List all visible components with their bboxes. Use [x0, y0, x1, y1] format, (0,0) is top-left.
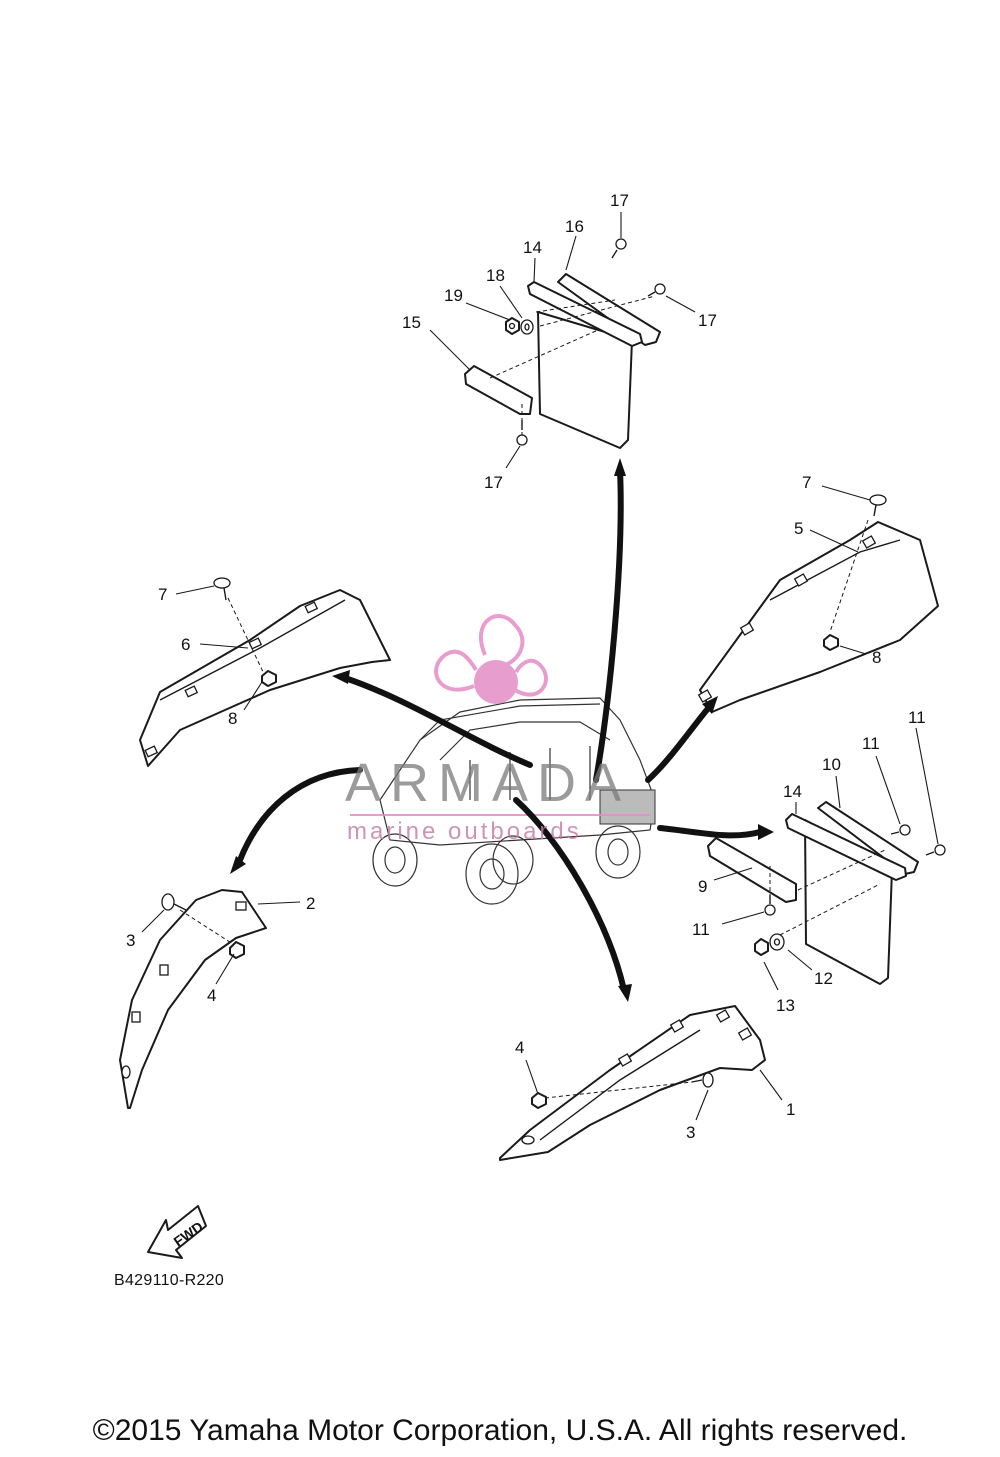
callout-17: 17	[484, 473, 503, 492]
callout-16: 16	[565, 217, 584, 236]
callout-11: 11	[692, 920, 710, 939]
callout-4: 4	[207, 986, 216, 1005]
fender-1	[499, 1005, 766, 1161]
watermark-brand: ARMADA	[345, 753, 631, 813]
nut-4-right	[531, 1092, 547, 1109]
watermark-tagline: marine outboards	[347, 818, 582, 845]
bolt-17-c	[516, 420, 528, 446]
copyright-notice: ©2015 Yamaha Motor Corporation, U.S.A. A…	[92, 1414, 908, 1447]
callout-3: 3	[126, 931, 135, 950]
callout-15: 15	[402, 313, 421, 332]
callout-11: 11	[908, 708, 926, 727]
nut-19	[505, 317, 520, 335]
left-front-fender-assembly	[119, 889, 267, 1109]
callout-11: 11	[862, 734, 880, 753]
nut-13	[754, 938, 769, 956]
callout-14: 14	[523, 238, 542, 257]
callout-2: 2	[306, 894, 315, 913]
callout-8: 8	[228, 709, 237, 728]
fwd-arrow-icon: FWD	[147, 1205, 207, 1259]
callout-5: 5	[794, 519, 803, 538]
right-fender-assembly	[697, 494, 939, 713]
callout-7: 7	[802, 473, 811, 492]
right-mudflap-assembly	[707, 801, 946, 985]
bolt-11-b	[925, 844, 946, 856]
front-fender-assembly	[499, 1005, 766, 1161]
bolt-17-a	[611, 238, 627, 259]
callout-9: 9	[698, 877, 707, 896]
callout-4: 4	[515, 1038, 524, 1057]
watermark-logo	[350, 614, 650, 816]
top-mudflap-assembly	[464, 238, 666, 449]
washer-18	[520, 319, 534, 335]
callout-6: 6	[181, 635, 190, 654]
diagram-code: B429110-R220	[114, 1272, 225, 1289]
callout-10: 10	[822, 755, 841, 774]
fender-2	[119, 889, 267, 1109]
bolt-11-a	[890, 824, 911, 836]
screw-7-left	[213, 577, 231, 601]
nut-8-right	[823, 634, 839, 651]
bolt-11-c	[764, 895, 776, 916]
callout-3: 3	[686, 1123, 695, 1142]
nut-8-left	[261, 670, 277, 687]
callout-19: 19	[444, 286, 463, 305]
callout-17: 17	[610, 191, 629, 210]
bracket-14-right	[785, 813, 907, 881]
leader-lines	[141, 212, 939, 1121]
nut-4-left	[229, 941, 245, 959]
bracket-15	[464, 365, 533, 415]
assembly-arrows	[230, 458, 774, 1002]
callout-13: 13	[776, 996, 795, 1015]
washer-12	[769, 933, 785, 951]
callout-17: 17	[698, 311, 717, 330]
callout-numbers: 17 16 14 18 19 15 17 17 7 5 8 7 6 8 2 3 …	[126, 191, 926, 1142]
callout-1: 1	[786, 1100, 795, 1119]
left-fender-assembly	[139, 577, 391, 767]
bolt-3-right	[691, 1072, 714, 1088]
bracket-9	[707, 837, 797, 903]
screw-7-right	[869, 494, 887, 517]
bolt-17-b	[647, 283, 666, 297]
callout-14: 14	[783, 782, 802, 801]
callout-12: 12	[814, 969, 833, 988]
fender-5	[699, 521, 939, 713]
callout-8: 8	[872, 648, 881, 667]
callout-18: 18	[486, 266, 505, 285]
bolt-3-left	[161, 893, 187, 911]
callout-7: 7	[158, 585, 167, 604]
